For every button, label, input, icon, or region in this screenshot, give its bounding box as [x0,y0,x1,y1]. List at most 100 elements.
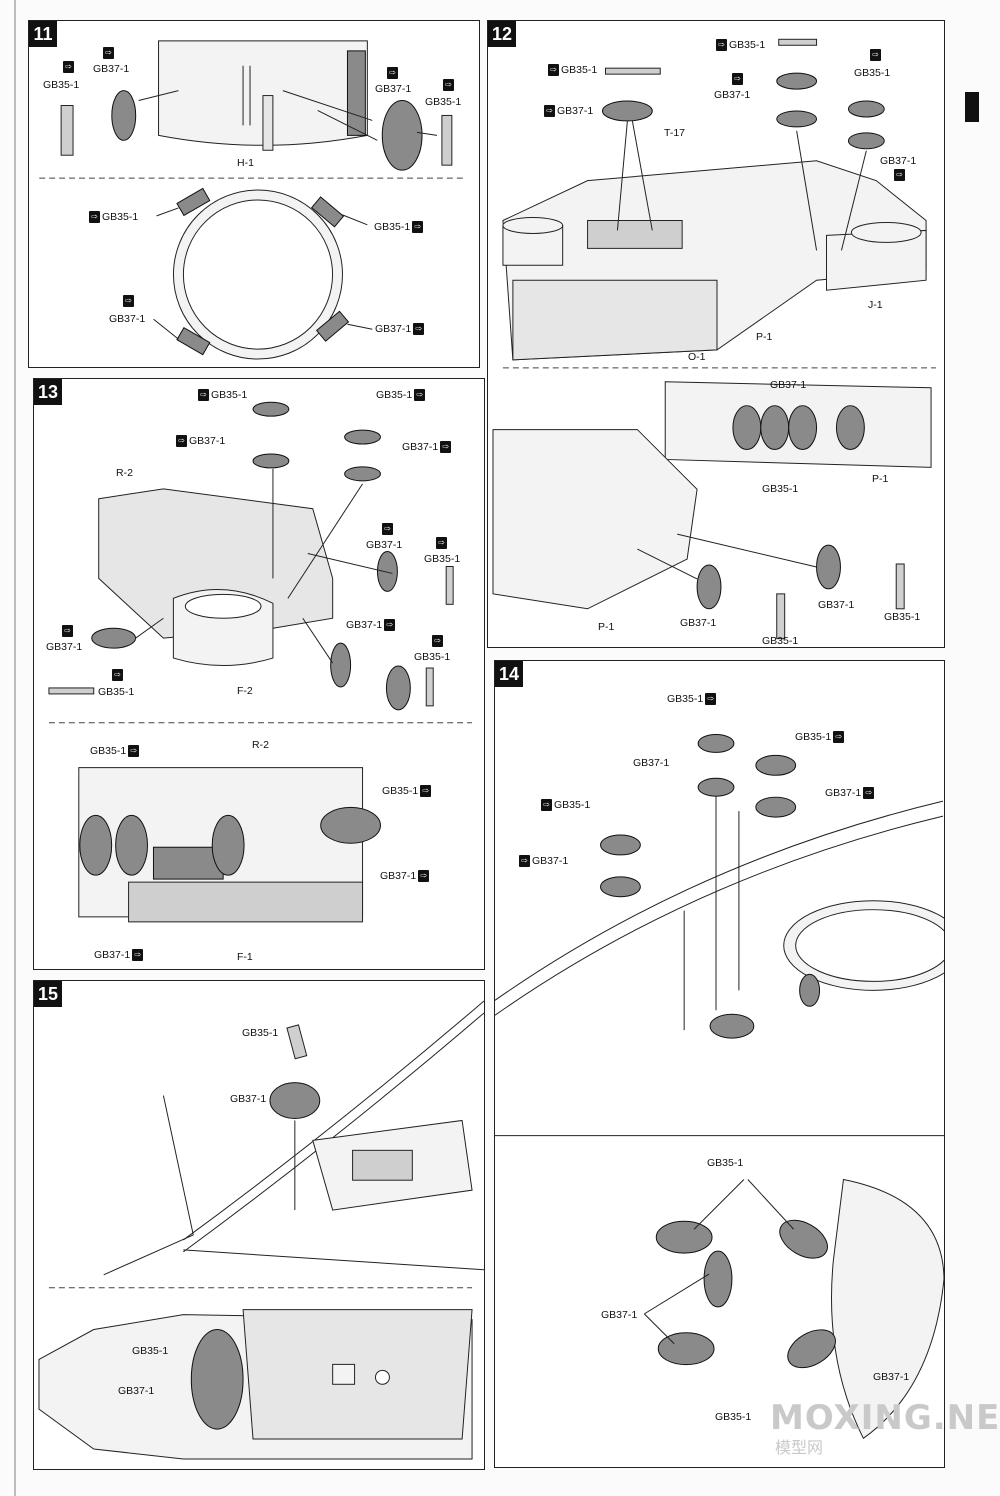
part-label: P-1 [756,331,773,343]
callout-gb37-label: GB37-1 [93,63,130,75]
part-icon: ⇨ [382,523,393,536]
part-icon: ⇨ [63,61,74,74]
part-icon: ⇨ [132,949,144,962]
callout-gb35: GB35-1⇨ [376,389,427,402]
watermark-sub: 模型网 [775,1440,824,1457]
callout-gb37-icon: ⇨ [892,169,907,182]
callout-gb35-label: GB35-1 [715,1411,752,1423]
part-label: T-17 [664,127,686,139]
step-11-illustration [39,40,467,360]
callout-gb37: ⇨GB37-1 [542,105,593,118]
callout-gb37: GB37-1⇨ [375,323,426,336]
step-15-illustration [38,1000,484,1460]
callout-gb35: ⇨GB35-1 [539,799,590,812]
callout-gb35-label: GB35-1 [762,483,799,495]
step-number: 13 [34,379,62,405]
part-icon: ⇨ [436,537,447,550]
part-label: F-1 [237,951,253,963]
callout-gb37-label: GB37-1 [714,89,751,101]
part-icon: ⇨ [863,787,875,800]
callout-gb35-label: GB35-1 [98,686,135,698]
callout-gb37-icon: ⇨ [385,67,400,80]
part-icon: ⇨ [544,105,555,118]
part-icon: ⇨ [198,389,209,402]
part-icon: ⇨ [716,39,727,52]
step-number: 14 [495,661,523,687]
callout-gb37-label: GB37-1 [601,1309,638,1321]
step-12-illustration [492,38,937,640]
binding-edge [14,0,16,1496]
callout-gb35: ⇨GB35-1 [714,39,765,52]
callout-gb37-label: GB37-1 [873,1371,910,1383]
callout-gb35-icon: ⇨ [868,49,883,62]
callout-gb35-label: GB35-1 [424,553,461,565]
step-14-illustration [495,733,944,1440]
callout-gb37: ⇨GB37-1 [517,855,568,868]
part-label: F-2 [237,685,253,697]
part-icon: ⇨ [432,635,443,648]
step-14-panel: 14 G [494,660,945,1468]
callout-gb37: ⇨GB37-1 [174,435,225,448]
callout-gb37: GB37-1⇨ [825,787,876,800]
part-icon: ⇨ [548,64,559,77]
part-icon: ⇨ [519,855,530,868]
part-icon: ⇨ [418,870,430,883]
callout-gb37-label: GB37-1 [633,757,670,769]
step-15-panel: 15 GB35-1 GB37-1 GB35-1 GB37-1 [33,980,485,1470]
step-number: 11 [29,21,57,47]
part-label: R-2 [252,739,269,751]
part-label: H-1 [237,157,254,169]
callout-gb35-label: GB35-1 [425,96,462,108]
part-icon: ⇨ [732,73,743,86]
part-icon: ⇨ [412,221,424,234]
callout-gb35: ⇨GB35-1 [196,389,247,402]
part-icon: ⇨ [414,389,426,402]
callout-gb37-label: GB37-1 [46,641,83,653]
part-icon: ⇨ [413,323,425,336]
part-icon: ⇨ [443,79,454,92]
part-icon: ⇨ [112,669,123,682]
callout-gb35-label: GB35-1 [884,611,921,623]
callout-gb35-label: GB35-1 [707,1157,744,1169]
callout-gb35-icon: ⇨ [110,669,125,682]
part-icon: ⇨ [62,625,73,638]
part-label: P-1 [598,621,615,633]
part-icon: ⇨ [440,441,452,454]
part-icon: ⇨ [894,169,905,182]
page-edge-marker [965,92,979,122]
callout-gb35: GB35-1⇨ [795,731,846,744]
callout-gb35-label: GB35-1 [762,635,799,647]
part-label: J-1 [868,299,883,311]
part-label: R-2 [116,467,133,479]
step-13-illustration [48,401,473,923]
part-icon: ⇨ [103,47,114,60]
part-icon: ⇨ [128,745,140,758]
callout-gb37-label: GB37-1 [770,379,807,391]
callout-gb37-icon: ⇨ [730,73,745,86]
part-icon: ⇨ [176,435,187,448]
callout-gb35-icon: ⇨ [430,635,445,648]
callout-gb35-icon: ⇨ [441,79,456,92]
part-icon: ⇨ [89,211,100,224]
callout-gb37-label: GB37-1 [818,599,855,611]
callout-gb35-label: GB35-1 [414,651,451,663]
callout-gb37-label: GB37-1 [375,83,412,95]
part-icon: ⇨ [384,619,396,632]
callout-gb35: GB35-1⇨ [667,693,718,706]
step-12-panel: 12 [487,20,945,648]
part-icon: ⇨ [420,785,432,798]
callout-gb35: ⇨GB35-1 [546,64,597,77]
callout-gb37-label: GB37-1 [118,1385,155,1397]
callout-gb37-label: GB37-1 [366,539,403,551]
callout-gb37-icon: ⇨ [380,523,395,536]
part-icon: ⇨ [870,49,881,62]
callout-gb35: GB35-1⇨ [382,785,433,798]
part-icon: ⇨ [541,799,552,812]
callout-gb35-icon: ⇨ [434,537,449,550]
step-number: 15 [34,981,62,1007]
step-13-panel: 13 [33,378,485,970]
callout-gb35: ⇨GB35-1 [87,211,138,224]
part-label: P-1 [872,473,889,485]
part-icon: ⇨ [705,693,717,706]
